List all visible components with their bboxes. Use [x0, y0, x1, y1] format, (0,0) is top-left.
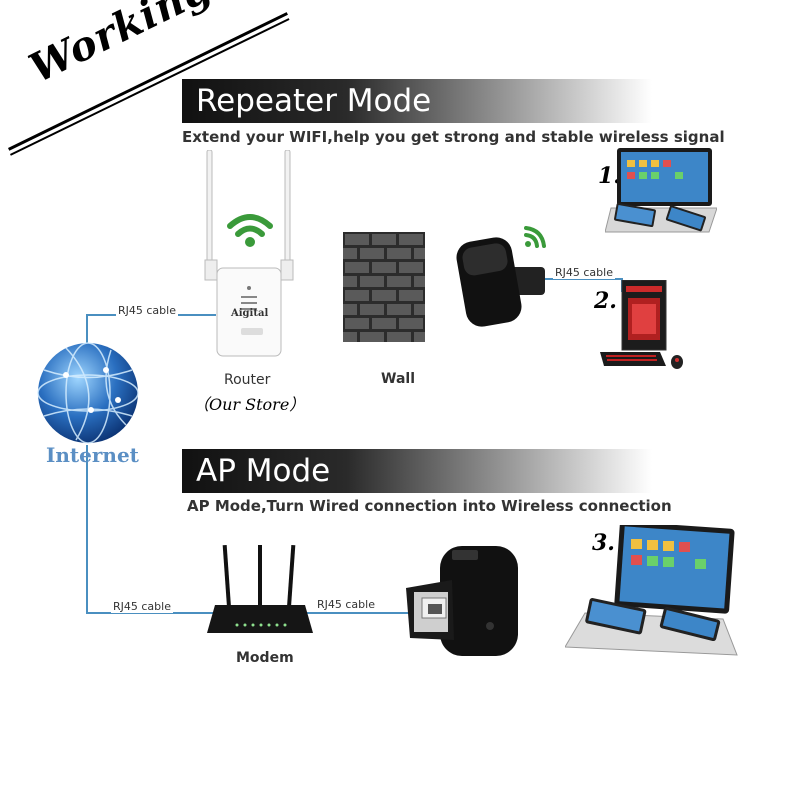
device-number-3: 3. — [592, 530, 615, 556]
device-number-2: 2. — [594, 288, 617, 314]
laptop-image — [604, 148, 718, 238]
ap-heading: AP Mode — [196, 453, 331, 489]
wall-label: Wall — [381, 371, 415, 387]
cable-line-ap — [305, 612, 410, 614]
internet-label: Internet — [46, 443, 139, 467]
repeater-wifi-icon — [520, 222, 550, 252]
repeater-device — [455, 225, 550, 330]
device-number-1: 1. — [598, 163, 621, 189]
router-device: Aigital — [195, 149, 305, 360]
router-brand: Aigital — [231, 308, 269, 319]
cable-label-router: RJ45 cable — [116, 304, 178, 317]
repeater-header-band: Repeater Mode — [182, 79, 652, 123]
cable-line-router-v — [86, 314, 88, 364]
repeater-heading: Repeater Mode — [196, 83, 432, 119]
ap-subtitle: AP Mode,Turn Wired connection into Wirel… — [187, 497, 672, 515]
cable-line-modem-v — [86, 445, 88, 613]
desktop-pc-image — [600, 279, 690, 372]
cable-line-modem-h — [86, 612, 214, 614]
wifi-icon — [225, 210, 275, 250]
router-store-label: （Our Store） — [193, 395, 306, 414]
router-label: Router — [224, 372, 271, 388]
cable-label-ap: RJ45 cable — [315, 598, 377, 611]
modem-device — [205, 545, 315, 640]
globe-icon — [36, 340, 140, 446]
cable-label-modem: RJ45 cable — [111, 600, 173, 613]
cable-label-pc: RJ45 cable — [553, 266, 615, 279]
ap-header-band: AP Mode — [182, 449, 652, 493]
wall-image — [333, 232, 438, 343]
laptop-image-ap — [564, 521, 740, 665]
cable-line-pc-h — [543, 278, 623, 280]
modem-label: Modem — [236, 650, 294, 666]
repeater-subtitle: Extend your WIFI,help you get strong and… — [182, 128, 725, 146]
ap-device — [404, 540, 524, 660]
